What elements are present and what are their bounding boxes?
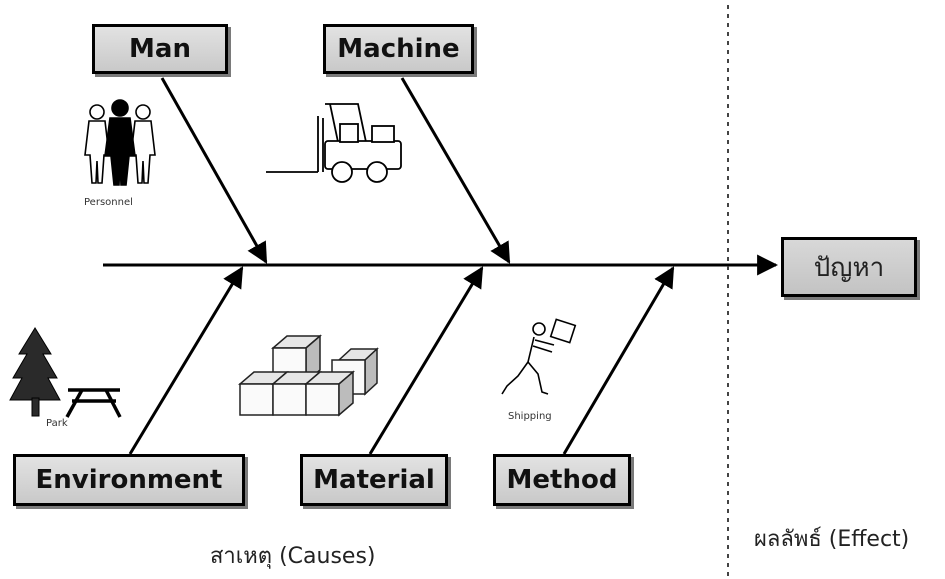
category-material: Material (300, 454, 448, 506)
park-label: Park (46, 418, 68, 429)
category-method: Method (493, 454, 631, 506)
boxes-icon (237, 334, 379, 417)
tree-icon (9, 327, 61, 417)
category-machine: Machine (323, 24, 474, 74)
category-man: Man (92, 24, 228, 74)
shipping-person-icon (501, 318, 577, 395)
causes-label: สาเหตุ (Causes) (210, 544, 376, 569)
shipping-label: Shipping (508, 411, 552, 422)
bone-method (562, 266, 675, 455)
effect-box: ปัญหา (781, 237, 917, 297)
forklift-icon (266, 103, 402, 183)
bone-material (368, 266, 484, 455)
bone-machine (400, 77, 511, 264)
personnel-label: Personnel (84, 197, 133, 208)
bone-environment (128, 266, 244, 455)
personnel-icon (84, 99, 156, 186)
category-environment: Environment (13, 454, 245, 506)
effect-section-label: ผลลัพธ์ (Effect) (754, 527, 910, 552)
bone-man (160, 77, 268, 264)
picnic-table-icon (65, 388, 122, 418)
